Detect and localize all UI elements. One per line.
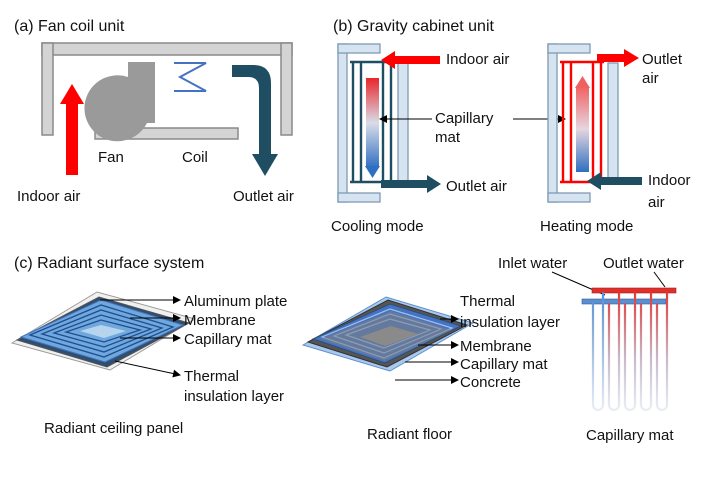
cooling-cabinet: Indoor air Outlet air Cooling mode [331, 43, 509, 235]
heating-mode-label: Heating mode [540, 218, 633, 235]
panel-a-fan-coil-unit: (a) Fan coil unit Fan Coil Indoor air Ou… [14, 18, 294, 205]
ceiling-label-insulation-line1: Thermal [184, 368, 239, 385]
radiant-floor-caption: Radiant floor [367, 426, 452, 443]
panel-b-title: (b) Gravity cabinet unit [333, 18, 495, 35]
heating-outlet-air-arrow [597, 49, 639, 67]
cooling-mode-label: Cooling mode [331, 218, 424, 235]
outlet-header-pipe [591, 287, 677, 294]
radiant-ceiling-panel: Aluminum plate Membrane Capillary mat Th… [10, 291, 287, 437]
heating-indoor-air-label-line2: air [648, 194, 665, 211]
heating-outlet-air-label-line2: air [642, 70, 659, 87]
outlet-air-arrow [232, 65, 278, 176]
panel-b-gravity-cabinet-unit: (b) Gravity cabinet unit [331, 18, 691, 235]
capillary-mat-label-line2: mat [435, 129, 461, 146]
panel-c-title: (c) Radiant surface system [14, 255, 204, 272]
capillary-mat-illustration: Inlet water Outlet water Capillary mat [498, 255, 684, 444]
ceiling-label-aluminum-plate: Aluminum plate [184, 293, 287, 310]
inlet-water-label: Inlet water [498, 255, 567, 272]
indoor-air-label: Indoor air [17, 188, 80, 205]
fan-icon [84, 62, 155, 142]
floor-label-insulation-line2: insulation layer [460, 314, 560, 331]
capillary-mat-label-line1: Capillary [435, 110, 494, 127]
panel-c-radiant-surface-system: (c) Radiant surface system Aluminum plat… [10, 255, 684, 444]
heating-cabinet: Outlet air Indoor air Heating mode [540, 43, 691, 235]
ceiling-label-insulation-line2: insulation layer [184, 388, 284, 405]
heating-indoor-air-arrow [587, 172, 642, 190]
fan-coil-casing [41, 42, 293, 140]
floor-label-membrane: Membrane [460, 338, 532, 355]
floor-label-capillary-mat: Capillary mat [460, 356, 548, 373]
ceiling-capillary-loops [28, 304, 175, 358]
cooling-outlet-air-label: Outlet air [446, 178, 507, 195]
heating-outlet-air-label-line1: Outlet [642, 51, 683, 68]
cooling-temperature-gradient [366, 78, 379, 168]
outlet-air-label: Outlet air [233, 188, 294, 205]
radiant-ceiling-panel-caption: Radiant ceiling panel [44, 420, 183, 437]
outlet-water-label: Outlet water [603, 255, 684, 272]
coil-label: Coil [182, 149, 208, 166]
indoor-air-arrow [60, 84, 84, 175]
heating-indoor-air-label-line1: Indoor [648, 172, 691, 189]
inlet-header-pipe [581, 298, 667, 305]
floor-label-concrete: Concrete [460, 374, 521, 391]
fan-label: Fan [98, 149, 124, 166]
cooling-outlet-air-arrow [381, 175, 441, 193]
coil-icon [174, 62, 207, 92]
panel-a-title: (a) Fan coil unit [14, 18, 125, 35]
ceiling-label-capillary-mat: Capillary mat [184, 331, 272, 348]
floor-label-insulation-line1: Thermal [460, 293, 515, 310]
ceiling-label-membrane: Membrane [184, 312, 256, 329]
radiant-floor: Thermal insulation layer Membrane Capill… [301, 293, 560, 443]
capillary-u-tubes [591, 291, 669, 412]
cooling-indoor-air-arrow [381, 51, 440, 69]
heating-temperature-gradient [576, 86, 589, 172]
cooling-indoor-air-label: Indoor air [446, 51, 509, 68]
capillary-mat-caption: Capillary mat [586, 427, 674, 444]
